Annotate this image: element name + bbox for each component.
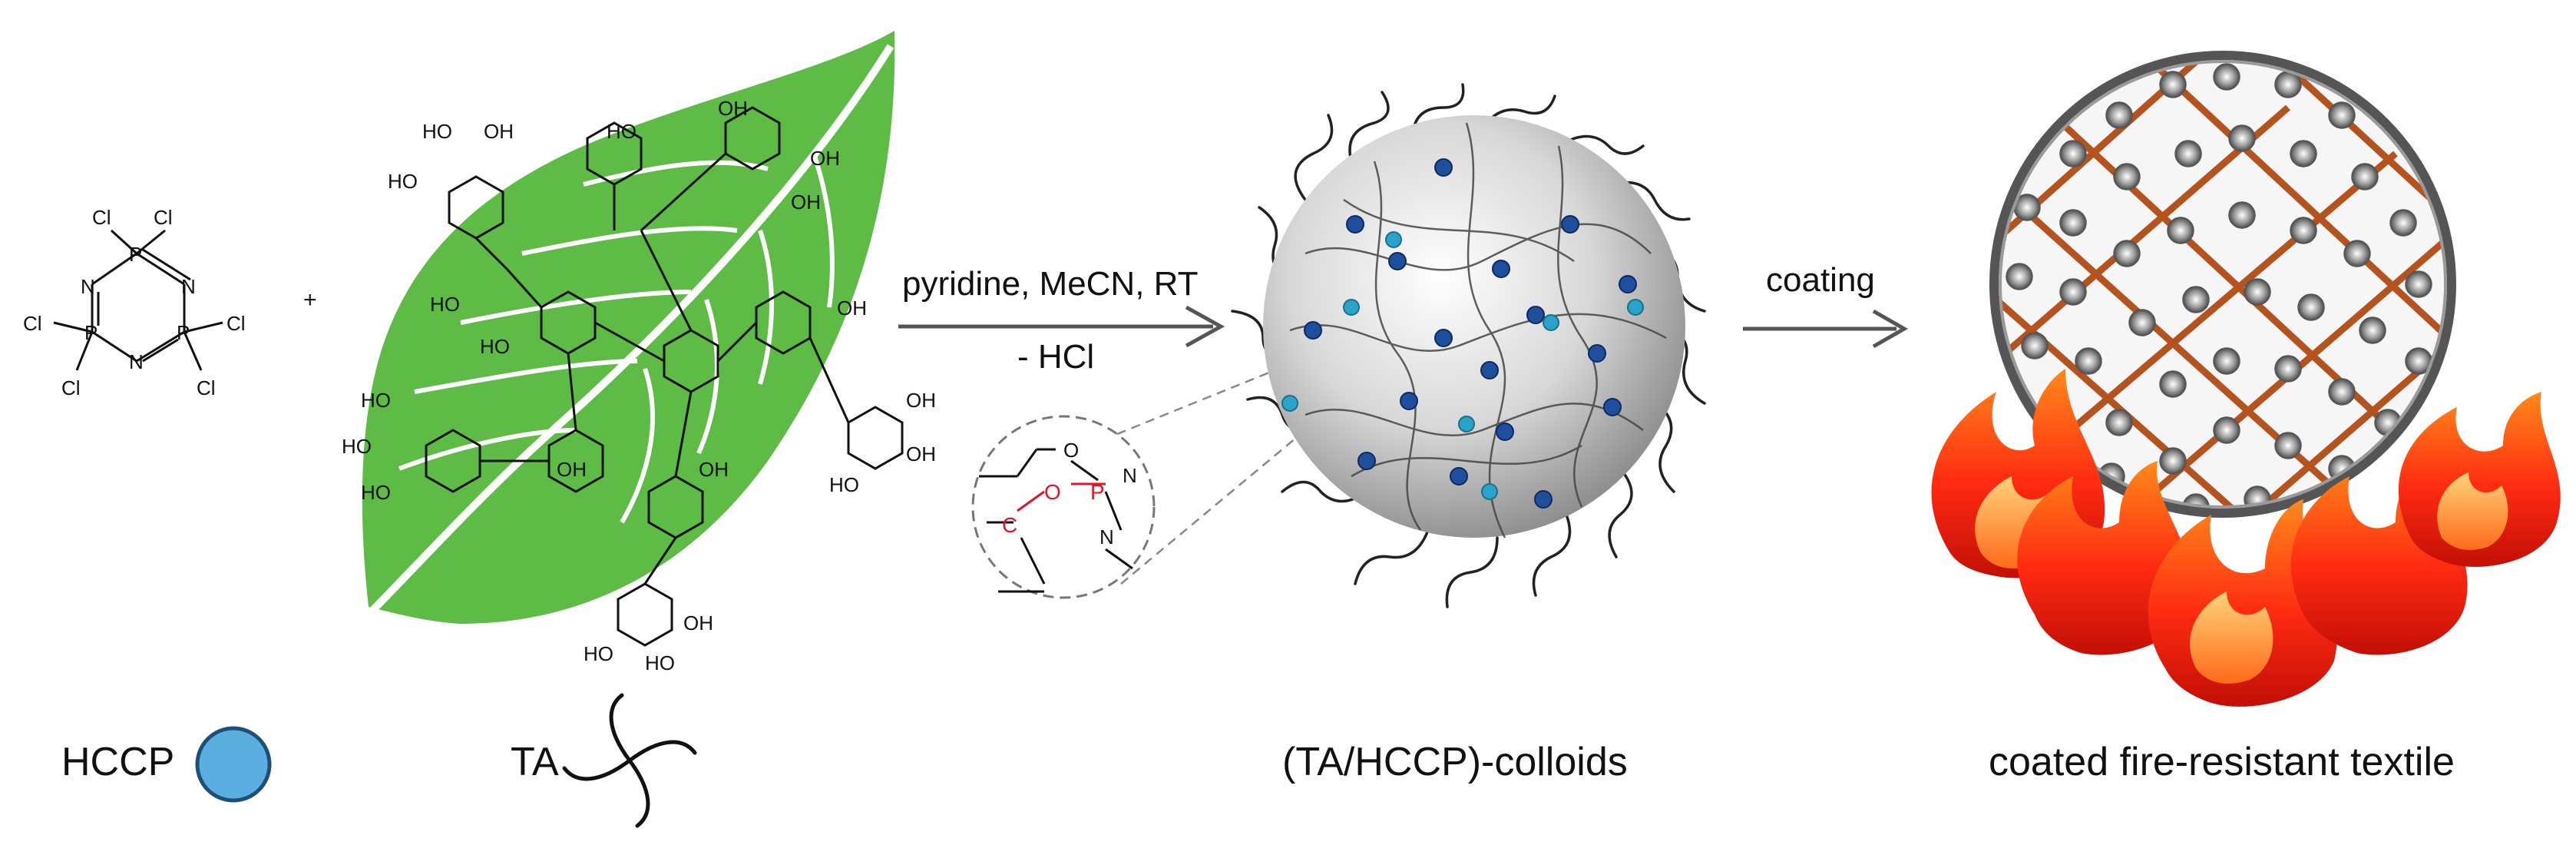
ho-label: HO — [361, 389, 391, 412]
oh-label: OH — [683, 611, 713, 635]
cl-label: Cl — [154, 206, 173, 229]
cl-label: Cl — [23, 312, 42, 335]
inset-n-label: N — [1123, 464, 1137, 487]
ho-label: HO — [342, 435, 372, 458]
byproduct-label: - HCl — [1017, 338, 1095, 376]
flame-icon — [2017, 461, 2191, 655]
ho-label: HO — [388, 170, 418, 193]
inset-p-label: P — [1090, 480, 1105, 504]
oh-label: OH — [718, 97, 748, 120]
p-label: P — [177, 321, 190, 344]
n-label: N — [181, 275, 196, 298]
hccp-legend-label: HCCP — [61, 740, 175, 784]
colloids-label: (TA/HCCP)-colloids — [1282, 740, 1628, 784]
textile-illustration — [1931, 51, 2561, 707]
ho-label: HO — [480, 335, 510, 358]
ta-molecule — [425, 106, 904, 647]
flame-icon — [2148, 499, 2337, 707]
ta-hydroxyl-labels: HO OH HO HO OH OH OH OH HO HO OH OH HO H… — [342, 97, 936, 674]
ho-label: HO — [361, 481, 391, 504]
ta-legend-label: TA — [511, 740, 559, 784]
cl-label: Cl — [227, 312, 246, 335]
p-label: P — [129, 243, 142, 266]
oh-label: OH — [791, 191, 821, 214]
cl-label: Cl — [197, 376, 216, 399]
n-label: N — [129, 350, 144, 373]
plus-sign: + — [303, 287, 317, 313]
oh-label: OH — [557, 458, 587, 481]
hccp-molecule — [53, 229, 223, 371]
flame-icons — [1931, 369, 2561, 707]
ho-label: HO — [422, 120, 452, 143]
oh-label: OH — [484, 120, 514, 143]
ho-label: HO — [584, 642, 613, 665]
oh-label: OH — [837, 297, 867, 320]
textile-label: coated fire-resistant textile — [1989, 740, 2455, 784]
linkage-inset: O O P N N C — [971, 360, 1306, 599]
cl-label: Cl — [61, 376, 81, 399]
oh-label: OH — [699, 458, 729, 481]
inset-c-label: C — [1002, 513, 1017, 537]
hccp-atom-labels: Cl Cl Cl Cl Cl Cl P P P N N N — [23, 206, 246, 399]
colloid-particle — [1231, 83, 1706, 608]
ho-label: HO — [829, 473, 859, 496]
inset-o-label: O — [1063, 439, 1079, 462]
oh-label: OH — [906, 389, 936, 412]
flame-icon — [2398, 392, 2561, 567]
oh-label: OH — [906, 442, 936, 466]
inset-o-label-red: O — [1044, 480, 1061, 504]
ho-label: HO — [430, 293, 460, 316]
hccp-legend-icon — [195, 726, 272, 803]
ho-label: HO — [607, 120, 637, 143]
coating-label: coating — [1766, 261, 1875, 299]
inset-n-label: N — [1100, 525, 1114, 548]
p-label: P — [84, 321, 98, 344]
ho-label: HO — [645, 651, 675, 674]
n-label: N — [81, 275, 95, 298]
reaction-conditions-label: pyridine, MeCN, RT — [902, 265, 1199, 303]
reaction-arrow — [898, 305, 1225, 348]
oh-label: OH — [810, 147, 840, 170]
cl-label: Cl — [92, 206, 111, 229]
coating-arrow — [1743, 309, 1909, 349]
ta-legend-icon — [562, 693, 697, 828]
